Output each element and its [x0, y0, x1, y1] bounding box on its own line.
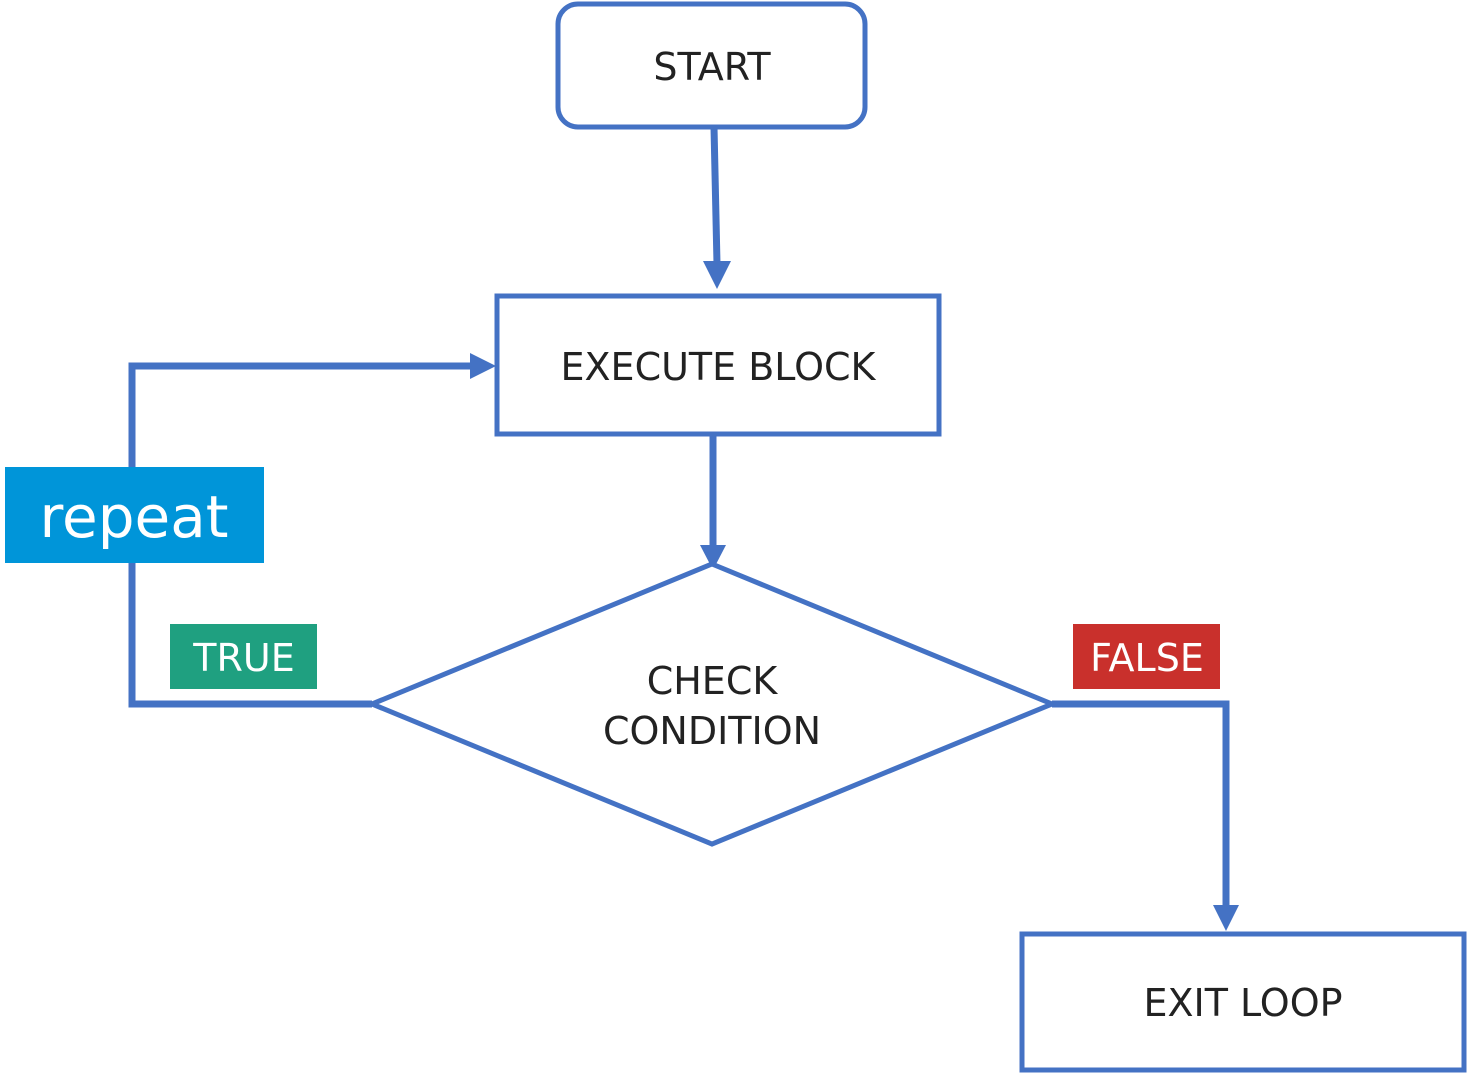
false-badge-label: FALSE — [1090, 636, 1204, 680]
arrow-start-to-execute — [710, 126, 721, 265]
arrowhead-execute-to-check — [700, 545, 726, 570]
false-badge — [1073, 624, 1220, 689]
arrowhead-false-exit — [1213, 905, 1239, 931]
start-node-label: START — [653, 45, 771, 89]
check-condition-label-line2: CONDITION — [603, 709, 821, 753]
false-exit-connector — [1052, 700, 1230, 908]
execute-block-node — [494, 293, 942, 437]
arrowhead-start-to-execute — [703, 261, 731, 289]
true-badge-label: TRUE — [192, 636, 294, 680]
arrowhead-loop-back — [470, 353, 496, 379]
exit-loop-node — [1019, 931, 1467, 1073]
true-badge — [170, 624, 317, 689]
check-condition-label-line1: CHECK — [647, 659, 779, 703]
repeat-badge — [5, 467, 264, 563]
start-node — [555, 1, 868, 130]
exit-loop-label: EXIT LOOP — [1143, 981, 1342, 1025]
repeat-badge-label: repeat — [39, 483, 228, 551]
execute-block-label: EXECUTE BLOCK — [561, 345, 877, 389]
check-condition-node — [365, 561, 1059, 847]
